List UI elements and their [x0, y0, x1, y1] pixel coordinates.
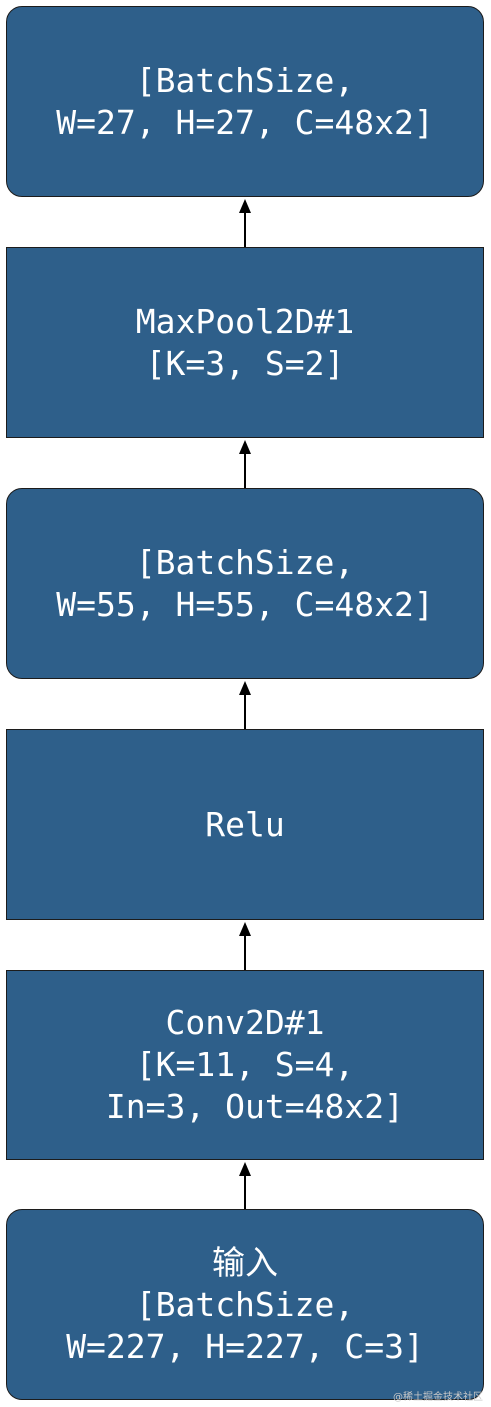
input-line-2: [BatchSize, [135, 1284, 355, 1324]
input-node: 输入 [BatchSize, W=227, H=227, C=3] [6, 1209, 484, 1400]
arrow-input-to-conv-head [239, 1162, 251, 1176]
input-line-1: 输入 [212, 1242, 278, 1282]
arrow-relu-to-relu-shape-head [239, 681, 251, 695]
output-shape-line-2: W=27, H=27, C=48x2] [56, 102, 434, 142]
arrow-relu-shape-to-maxpool-head [239, 440, 251, 454]
watermark: @稀土掘金技术社区 [393, 1392, 483, 1403]
arrow-maxpool-to-output-head [239, 199, 251, 213]
relu-line-1: Relu [205, 804, 285, 844]
arrow-relu-shape-to-maxpool [244, 453, 246, 488]
output-shape-node: [BatchSize, W=27, H=27, C=48x2] [6, 6, 484, 197]
maxpool-node: MaxPool2D#1 [K=3, S=2] [6, 247, 484, 438]
arrow-input-to-conv [244, 1175, 246, 1209]
arrow-conv-to-relu [244, 935, 246, 970]
output-shape-line-1: [BatchSize, [135, 60, 355, 100]
relu-shape-node: [BatchSize, W=55, H=55, C=48x2] [6, 488, 484, 679]
conv-line-2: [K=11, S=4, [135, 1045, 355, 1084]
relu-shape-line-1: [BatchSize, [135, 542, 355, 582]
arrow-maxpool-to-output [244, 212, 246, 247]
maxpool-line-2: [K=3, S=2] [145, 343, 345, 383]
conv-line-3: In=3, Out=48x2] [86, 1087, 404, 1126]
relu-shape-line-2: W=55, H=55, C=48x2] [56, 584, 434, 624]
conv-line-1: Conv2D#1 [165, 1003, 325, 1042]
input-line-3: W=227, H=227, C=3] [66, 1326, 424, 1366]
arrow-relu-to-relu-shape [244, 694, 246, 729]
conv-node: Conv2D#1 [K=11, S=4, In=3, Out=48x2] [6, 970, 484, 1160]
arrow-conv-to-relu-head [239, 922, 251, 936]
relu-node: Relu [6, 729, 484, 920]
maxpool-line-1: MaxPool2D#1 [135, 301, 355, 341]
